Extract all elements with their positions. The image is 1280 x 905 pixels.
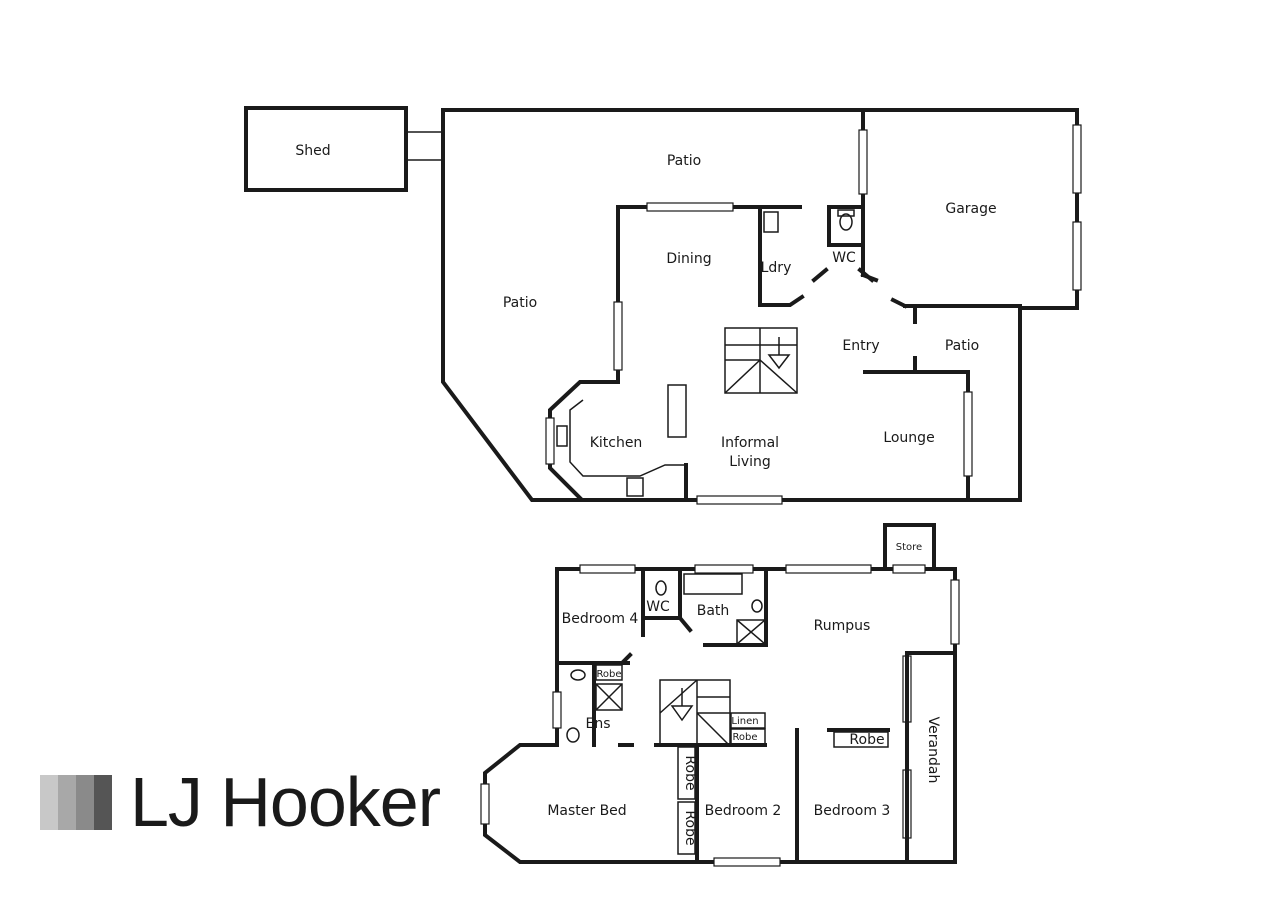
basin-icon <box>570 669 586 681</box>
toilet-icon <box>839 213 853 231</box>
stairs <box>659 679 731 747</box>
logo-bar-4 <box>94 774 112 830</box>
kitchen-counter <box>569 399 686 477</box>
room-label-ens: Ens <box>585 716 610 732</box>
ground-floor: Shed Patio Patio Garage Dining Ldry WC E… <box>244 106 1082 505</box>
room-label-verandah: Verandah <box>925 717 941 784</box>
room-label-rumpus: Rumpus <box>814 618 871 634</box>
toilet-icon <box>655 580 667 596</box>
room-label-bedroom4: Bedroom 4 <box>562 611 639 627</box>
room-label-shed: Shed <box>295 143 330 159</box>
bath-wall <box>703 567 768 647</box>
room-label-lounge: Lounge <box>883 430 934 446</box>
logo-bar-2 <box>58 774 76 830</box>
toilet-icon <box>566 727 580 743</box>
robe-small <box>595 664 623 681</box>
room-label-robe-b: Robe <box>682 810 698 845</box>
window <box>480 783 490 825</box>
window <box>579 564 636 574</box>
ground-outer-wall <box>441 108 1079 502</box>
tub-icon <box>763 211 779 233</box>
room-label-dining: Dining <box>666 251 711 267</box>
room-label-master-bed: Master Bed <box>547 803 626 819</box>
window <box>613 301 623 371</box>
room-label-living: Living <box>729 454 771 470</box>
room-label-linen: Linen <box>731 716 758 727</box>
wc-door-jamb <box>811 267 829 283</box>
room-label-bedroom2: Bedroom 2 <box>705 803 782 819</box>
window <box>892 564 926 574</box>
kitchen-island <box>667 384 687 438</box>
room-label-robe-small: Robe <box>596 669 621 680</box>
wc-door-jamb <box>857 267 875 283</box>
room-label-bath: Bath <box>697 603 730 619</box>
window <box>646 202 734 212</box>
room-label-patio-left: Patio <box>503 295 537 311</box>
wc-wall <box>827 205 865 247</box>
dining-wall <box>548 205 802 501</box>
brand-name: LJ Hooker <box>130 763 441 841</box>
linen-cupboard <box>730 712 766 729</box>
laundry-wall <box>758 205 805 307</box>
room-label-entry: Entry <box>842 338 879 354</box>
robe-b <box>677 801 696 855</box>
window <box>858 129 868 195</box>
logo-bar-1 <box>40 774 58 830</box>
window <box>694 564 754 574</box>
robe-a <box>677 746 696 800</box>
upper-floor: Store Bedroom 4 WC Bath Rumpus Robe Ens … <box>480 523 960 867</box>
room-label-informal: Informal <box>721 435 779 451</box>
room-label-garage: Garage <box>945 201 996 217</box>
upper-outer-wall <box>483 567 957 864</box>
sink-icon <box>556 425 568 447</box>
room-label-wc: WC <box>832 250 856 266</box>
room-label-patio-top: Patio <box>667 153 701 169</box>
ens-shower-icon <box>595 683 623 711</box>
window <box>552 691 562 729</box>
ens-door-jamb <box>619 652 633 666</box>
window <box>785 564 872 574</box>
bath-wall <box>677 615 693 633</box>
bathtub-icon <box>683 573 743 595</box>
store-wall <box>883 523 936 571</box>
logo-bar-3 <box>76 774 94 830</box>
window <box>696 495 783 505</box>
window <box>963 391 973 477</box>
shower-icon <box>736 619 766 645</box>
toilet-cistern-icon <box>837 209 855 217</box>
room-label-wc-upper: WC <box>646 599 670 615</box>
robe-bed3 <box>833 731 889 748</box>
window <box>1072 124 1082 194</box>
brand-logo: LJ Hooker <box>40 762 441 842</box>
window <box>950 579 960 645</box>
room-label-bedroom3: Bedroom 3 <box>814 803 891 819</box>
room-label-store: Store <box>896 542 922 553</box>
window <box>713 857 781 867</box>
cooktop-icon <box>626 477 644 497</box>
verandah-wall <box>905 651 957 864</box>
room-label-robe-hall: Robe <box>732 732 757 743</box>
room-label-patio-right: Patio <box>945 338 979 354</box>
shed-outline <box>244 106 408 192</box>
window <box>545 417 555 465</box>
basin-icon <box>751 599 763 613</box>
window <box>1072 221 1082 291</box>
room-label-robe-bed3: Robe <box>849 732 884 748</box>
room-label-kitchen: Kitchen <box>590 435 643 451</box>
room-label-robe-a: Robe <box>682 755 698 790</box>
room-label-ldry: Ldry <box>761 260 792 276</box>
stairs <box>724 327 798 394</box>
